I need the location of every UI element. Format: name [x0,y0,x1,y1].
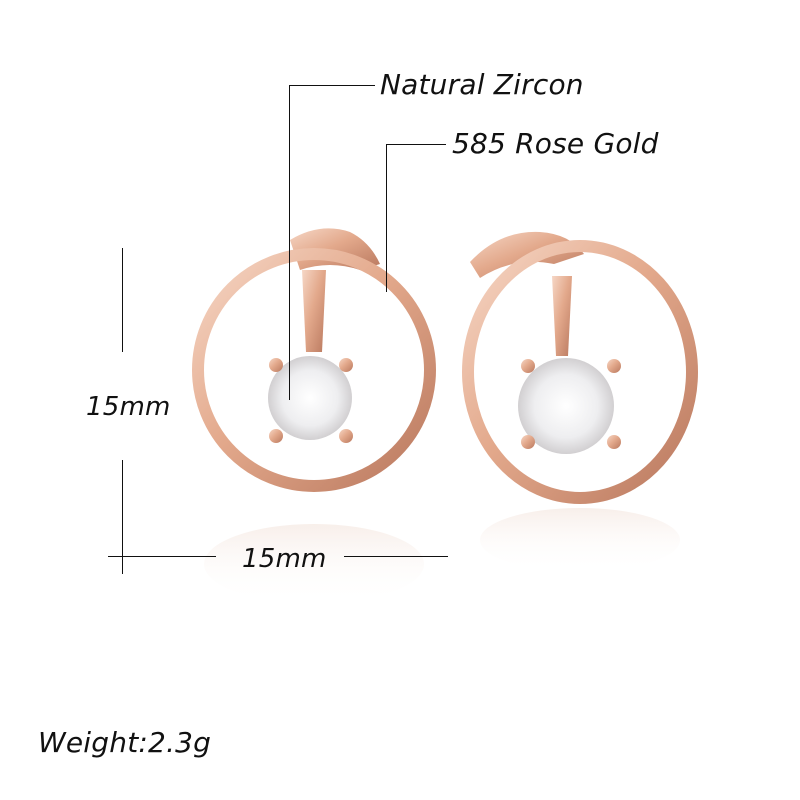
prongs [521,359,621,449]
height-line-top [122,248,123,352]
hoop-ring [192,248,436,492]
left-earring [192,228,436,604]
stem [302,270,326,352]
height-label: 15mm [86,392,171,422]
gold-label: 585 Rose Gold [452,127,659,160]
hoop-ring [462,240,698,504]
width-line-right [344,556,448,557]
gold-callout-h [386,144,446,145]
gold-callout-v [386,144,387,292]
right-earring [462,231,698,572]
reflection [480,508,680,572]
prongs [269,358,353,443]
zircon-label: Natural Zircon [380,68,584,101]
reflection [204,524,424,604]
height-line-bottom [122,460,123,574]
stem [552,276,572,356]
zircon-callout-h [289,85,375,86]
weight-label: Weight:2.3g [38,726,212,759]
zircon-callout-v [289,85,290,400]
width-line-left [108,556,216,557]
width-label: 15mm [242,544,327,574]
zircon-stone [518,358,614,454]
